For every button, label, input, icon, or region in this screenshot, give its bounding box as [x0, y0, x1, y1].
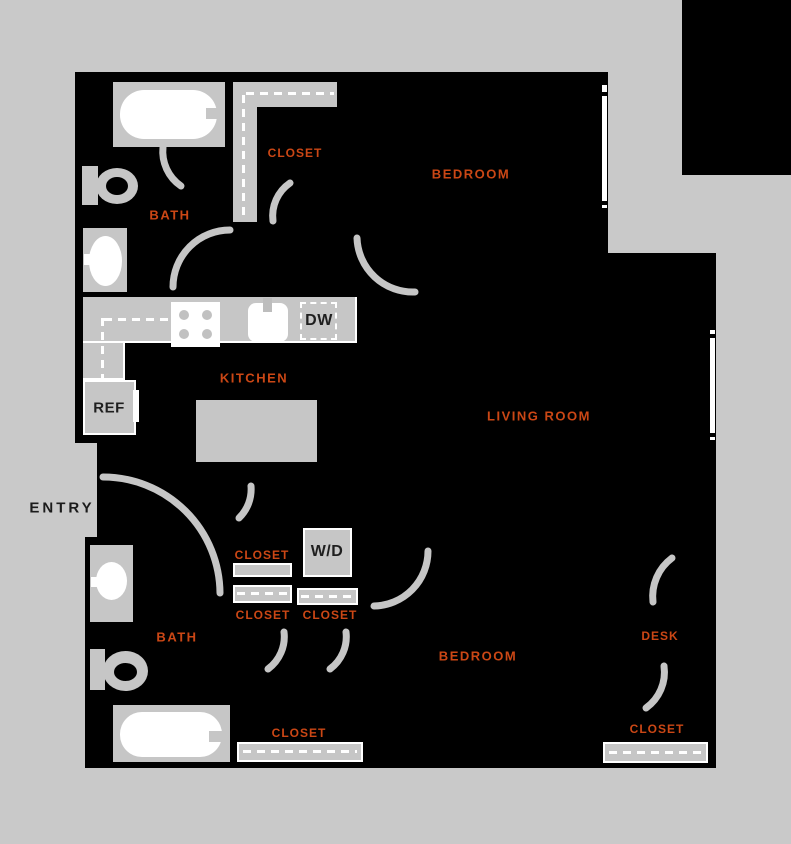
door-arc-bath-top — [159, 143, 185, 190]
bathtub-top — [120, 90, 217, 139]
stove-burner — [179, 329, 189, 339]
room-label-bath-bottom: BATH — [156, 629, 198, 645]
toilet-bottom-tank — [90, 649, 105, 690]
bathtub-bottom-faucet — [209, 731, 223, 742]
toilet-top-tank — [82, 166, 98, 205]
stove-burner — [202, 329, 212, 339]
room-label-closet-mid-left: CLOSET — [235, 608, 291, 622]
refrigerator-label: REF — [93, 399, 125, 417]
door-arc-closet-mid-left — [264, 628, 288, 673]
window-bedroom-top-tick-b — [601, 201, 608, 205]
closet-bath-bottom-rod — [243, 750, 357, 753]
vanity-top-faucet — [84, 254, 96, 265]
room-label-closet-bath-bottom: CLOSET — [271, 726, 327, 740]
stove — [171, 302, 220, 347]
bathtub-bottom — [120, 712, 222, 757]
door-arc-closet-top — [269, 179, 294, 225]
bathtub-top-faucet — [206, 108, 219, 119]
kitchen-island — [196, 400, 317, 462]
window-living-room-tick-a — [709, 334, 716, 338]
refrigerator-handle — [133, 390, 139, 422]
room-label-closet-mid-right: CLOSET — [302, 608, 358, 622]
door-arc-bedroom-top — [353, 234, 419, 296]
stove-burner — [202, 310, 212, 320]
closet-mid-right-rod — [301, 595, 354, 598]
window-living-room — [710, 330, 715, 440]
closet-top-bar-vertical — [233, 82, 257, 222]
washer-dryer-label: W/D — [310, 543, 344, 560]
entry-label: ENTRY — [29, 499, 95, 517]
dishwasher-label: DW — [305, 312, 333, 329]
window-bedroom-top — [602, 85, 607, 208]
vanity-bottom-faucet — [91, 577, 103, 587]
kitchen-counter-edge-dash-h — [104, 318, 168, 321]
room-label-bath-top: BATH — [149, 207, 191, 223]
kitchen-counter-left — [83, 343, 125, 380]
kitchen-counter-edge-dash-v — [101, 318, 104, 378]
room-label-living-room: LIVING ROOM — [487, 408, 591, 424]
refrigerator — [83, 380, 136, 435]
closet-mid-left-rod — [237, 592, 288, 595]
kitchen-sink-faucet — [263, 298, 272, 312]
window-living-room-tick-b — [709, 433, 716, 437]
door-arc-bedroom-bottom — [370, 547, 432, 610]
door-arc-closet-mid-right — [326, 628, 350, 673]
closet-bottom-right-rod — [609, 751, 702, 754]
window-bedroom-top-tick-a — [601, 92, 608, 96]
room-label-kitchen: KITCHEN — [219, 370, 289, 386]
toilet-top-bowl-hole — [106, 177, 128, 195]
stove-burner — [179, 310, 189, 320]
adjacent-building-block — [682, 0, 791, 175]
toilet-bottom-bowl-hole — [114, 663, 137, 681]
closet-mid-shelf-top — [233, 563, 292, 577]
closet-top-rod-vertical — [242, 95, 245, 220]
room-label-closet-bottom-right: CLOSET — [629, 722, 685, 736]
door-arc-bath-top-hall — [169, 226, 234, 291]
closet-top-rod-horizontal — [246, 92, 334, 95]
room-label-desk: DESK — [641, 629, 679, 643]
washer-dryer — [303, 528, 352, 577]
dishwasher — [300, 302, 337, 340]
room-label-closet-top: CLOSET — [267, 146, 323, 160]
room-label-bedroom-bottom: BEDROOM — [438, 648, 518, 664]
door-arc-entry — [99, 473, 224, 597]
door-arc-desk — [649, 554, 676, 606]
room-label-bedroom-top: BEDROOM — [431, 166, 511, 182]
door-arc-closet-bottom-right — [642, 662, 668, 712]
room-label-closet-mid-top: CLOSET — [234, 548, 290, 562]
door-arc-closet-mid — [235, 482, 255, 522]
